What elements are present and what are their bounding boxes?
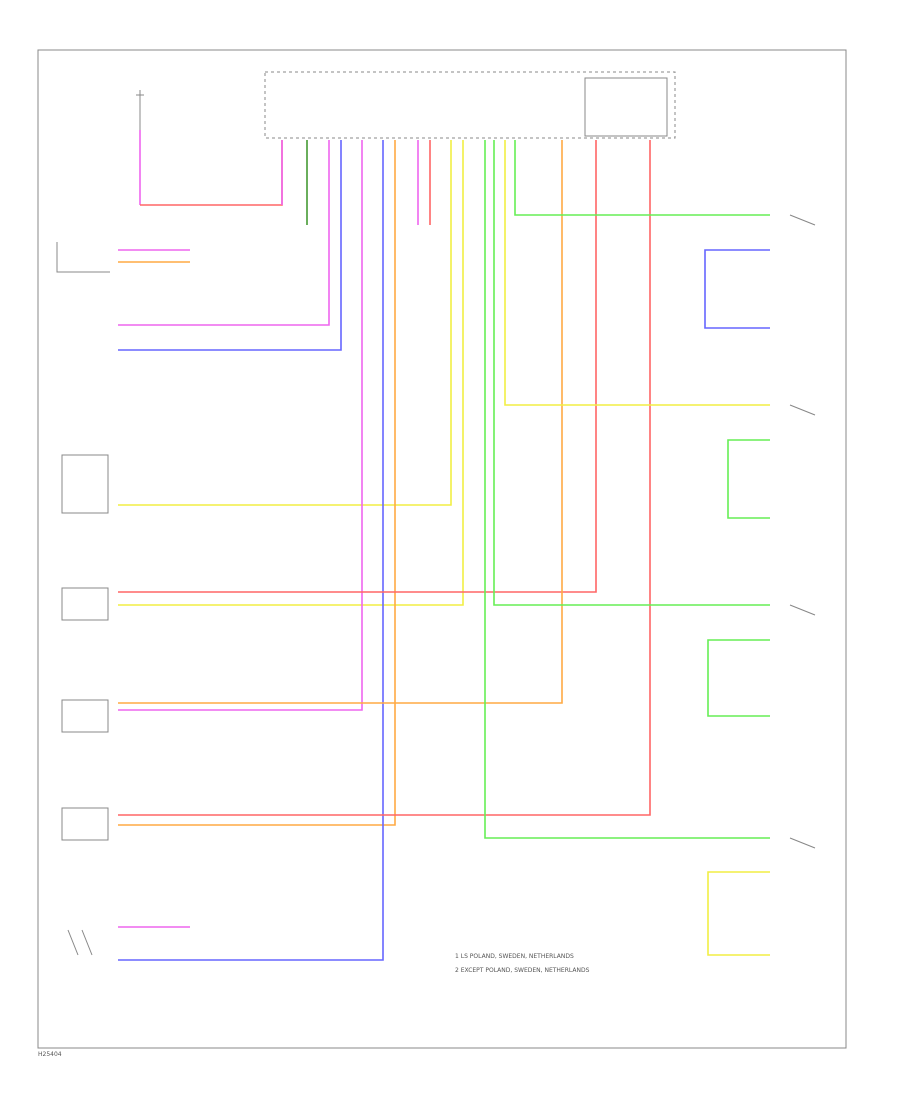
wire-green-loop2 <box>707 639 770 717</box>
legend-line-1: 1 LS POLAND, SWEDEN, NETHERLANDS <box>455 953 574 960</box>
wire-orange-2 <box>118 140 563 704</box>
wire-red-dr <box>118 140 651 816</box>
wire-blue-dlc <box>118 140 342 351</box>
wire-yellow-2 <box>118 140 464 606</box>
legend-line-2: 2 EXCEPT POLAND, SWEDEN, NETHERLANDS <box>455 967 590 974</box>
wire-blue-door <box>118 140 384 961</box>
door-switch <box>67 929 93 956</box>
wire-yellow-rr <box>504 140 770 406</box>
wire-green-lr2 <box>493 140 770 606</box>
battery-fuse <box>136 90 144 130</box>
wire-blue-loop <box>704 249 770 329</box>
lf-sensor-box <box>61 699 109 733</box>
central-module-box <box>264 71 676 139</box>
ambient-sensor-box <box>61 454 109 514</box>
footer-code: H25404 <box>38 1051 62 1058</box>
ctrl-module-left <box>56 242 110 273</box>
wire-green-loop1 <box>727 439 770 519</box>
central-module-inner <box>584 77 668 137</box>
door-switch-icons <box>789 214 816 849</box>
right-front-sensor-box <box>61 587 109 621</box>
wire-pink-lf <box>118 140 363 711</box>
wire-red-rf <box>118 140 597 593</box>
wire-green-pass <box>484 140 770 839</box>
wire-yellow-ambient <box>118 140 452 506</box>
wire-green-lr <box>514 140 770 216</box>
wire-red-battery <box>140 140 283 206</box>
wire-orange-lf <box>118 140 396 826</box>
wire-yellow-loop <box>707 871 770 956</box>
diagram-frame <box>37 49 847 1049</box>
wire-pink-dlc <box>118 140 330 326</box>
door-sensor-box <box>61 807 109 841</box>
